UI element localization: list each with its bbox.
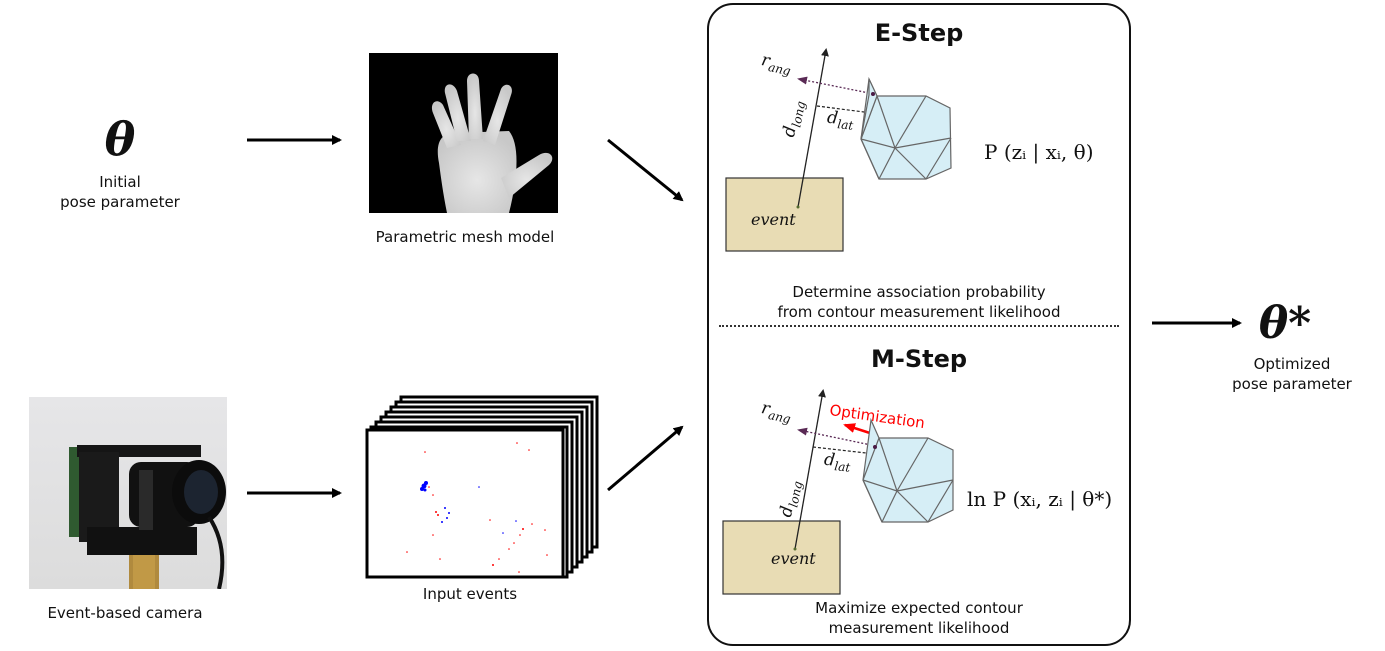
m-desc-line1: Maximize expected contour [815,599,1023,617]
output-label-line1: Optimized [1253,355,1331,373]
mesh-model-label: Parametric mesh model [375,228,555,246]
arrow-events-to-mstep [607,425,684,492]
m-step-formula: ln P (xᵢ, zᵢ | θ*) [967,487,1113,511]
e-desc-line2: from contour measurement likelihood [777,303,1061,321]
optimization-arrow [843,423,874,436]
input-events-stack [365,395,605,580]
m-d-lat-label: dlat [823,450,852,475]
hand-mesh-image [369,53,558,213]
e-d-long-axis [797,48,829,208]
e-r-ang-arrow [797,76,870,94]
initial-label-line2: pose parameter [60,193,180,211]
m-d-long-axis [794,389,826,550]
event-frames [365,395,599,579]
m-r-ang-arrow [797,427,872,446]
camera-photo [29,397,227,589]
input-events-label: Input events [422,585,518,603]
m-desc-line2: measurement likelihood [828,619,1010,637]
camera-illustration [69,445,226,589]
e-event-label: event [751,210,796,229]
e-desc-line1: Determine association probability [792,283,1046,301]
m-step-title: M-Step [870,345,968,373]
e-step-description: Determine association probability from c… [709,282,1129,322]
event-frame-front [365,428,565,579]
hand-render [431,73,553,213]
m-step-diagram [722,389,954,595]
e-m-divider [719,325,1119,327]
e-step-formula: P (zᵢ | xᵢ, θ) [984,140,1094,164]
e-d-lat-label: dlat [826,108,855,133]
arrow-mesh-to-estep [607,138,684,202]
output-label-line2: pose parameter [1232,375,1352,393]
m-event-box [722,520,841,595]
m-d-lat-line [812,446,867,454]
output-pose-label: Optimized pose parameter [1212,354,1372,394]
e-d-lat-line [816,105,865,113]
m-mesh [862,417,954,523]
e-d-lat-sub: lat [836,117,854,133]
m-event-label: event [771,549,816,568]
e-step-title: E-Step [874,19,964,47]
initial-theta-symbol: θ [104,112,136,166]
e-event-box [725,177,844,252]
em-panel: E-Step ra [707,3,1131,646]
output-theta-symbol: θ* [1258,298,1312,349]
initial-pose-label: Initial pose parameter [40,172,200,212]
e-step-diagram [725,48,952,252]
initial-label-line1: Initial [99,173,141,191]
m-d-lat-sub: lat [833,459,851,475]
camera-label: Event-based camera [47,604,203,622]
m-step-description: Maximize expected contour measurement li… [709,598,1129,638]
